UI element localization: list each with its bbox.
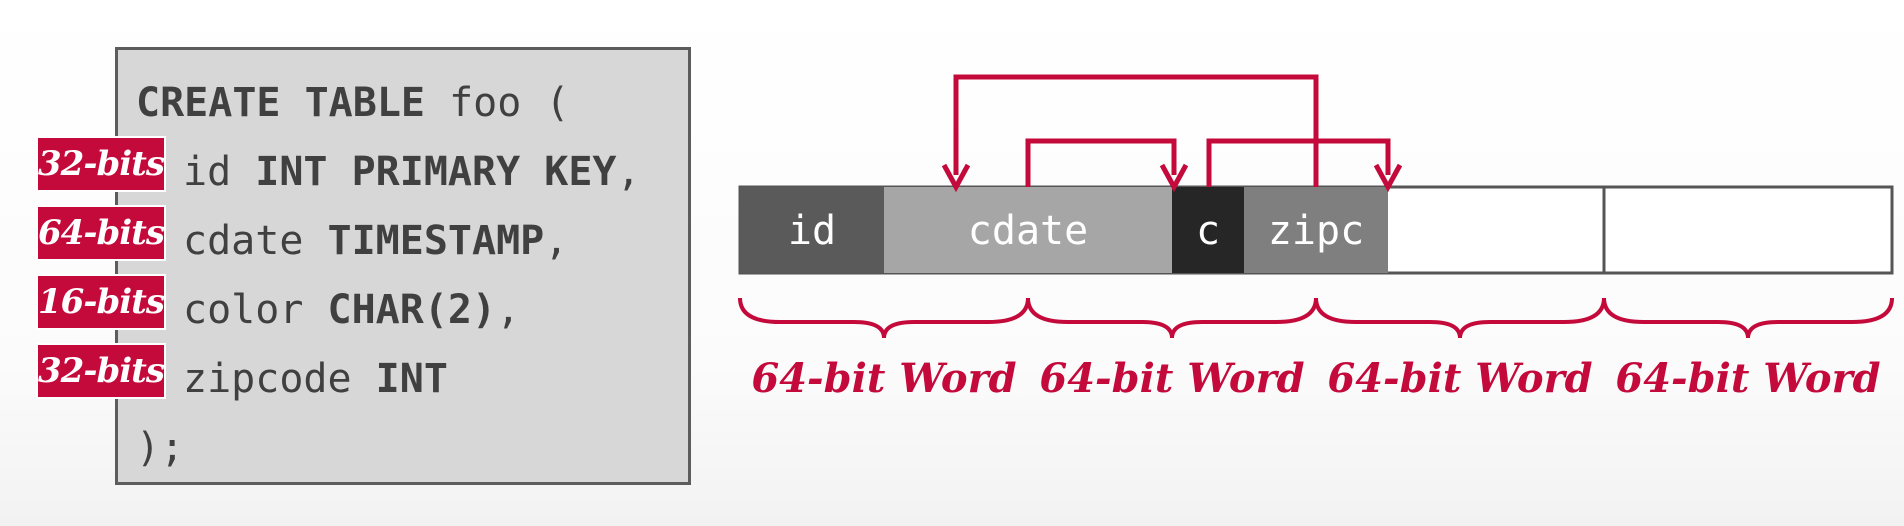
move-arrow-zipc (953, 74, 1319, 187)
word-label: 64-bit Word (751, 355, 1016, 402)
sql-punct: , (496, 287, 521, 333)
move-arrow-cdate-head (1159, 163, 1189, 193)
word-brace (738, 297, 1030, 339)
sql-column-name: zipcode (183, 356, 376, 402)
sql-line-color: color CHAR(2), (183, 290, 520, 330)
word-brace (1026, 297, 1318, 339)
word-label: 64-bit Word (1327, 355, 1592, 402)
sql-text: foo ( (424, 80, 570, 126)
bit-size-badge: 64-bits (36, 205, 166, 261)
sql-keyword: CHAR(2) (327, 287, 497, 333)
field-cell-id (740, 187, 884, 273)
bit-size-badge: 16-bits (36, 274, 166, 330)
sql-punct: , (544, 218, 569, 264)
sql-keyword: INT PRIMARY KEY (255, 149, 617, 195)
field-cell-label: cdate (968, 208, 1088, 254)
field-cell-label: c (1196, 208, 1220, 254)
bit-size-badge: 32-bits (36, 343, 166, 399)
move-arrow-color-head (1373, 163, 1403, 193)
sql-line-cdate: cdate TIMESTAMP, (183, 221, 568, 261)
field-cell-label: zipc (1268, 208, 1364, 254)
bit-size-badge: 32-bits (36, 136, 166, 192)
sql-keyword: INT (375, 356, 448, 402)
move-arrow-zipc-head (941, 163, 971, 193)
sql-keyword: CREATE TABLE (136, 80, 425, 126)
field-cell-cdate (884, 187, 1172, 273)
sql-line-create: CREATE TABLE foo ( (136, 83, 569, 123)
word-brace (1602, 297, 1894, 339)
sql-line-zipcode: zipcode INT (183, 359, 448, 399)
sql-line-close: ); (136, 425, 185, 471)
sql-column-name: color (183, 287, 328, 333)
field-cell-label: id (788, 208, 836, 254)
sql-column-name: cdate (183, 218, 328, 264)
sql-column-name: id (183, 149, 256, 195)
sql-keyword: TIMESTAMP (327, 218, 545, 264)
move-arrow-cdate (1025, 138, 1177, 187)
field-cell-zipc (1244, 187, 1388, 273)
sql-line-id: id INT PRIMARY KEY, (183, 152, 641, 192)
move-arrow-color (1206, 138, 1391, 187)
word-brace (1314, 297, 1606, 339)
word-label: 64-bit Word (1039, 355, 1304, 402)
sql-punct: , (616, 149, 641, 195)
sql-code-block: CREATE TABLE foo ( id INT PRIMARY KEY, c… (115, 47, 691, 485)
field-cell-c (1172, 187, 1244, 273)
word-label: 64-bit Word (1615, 355, 1880, 402)
